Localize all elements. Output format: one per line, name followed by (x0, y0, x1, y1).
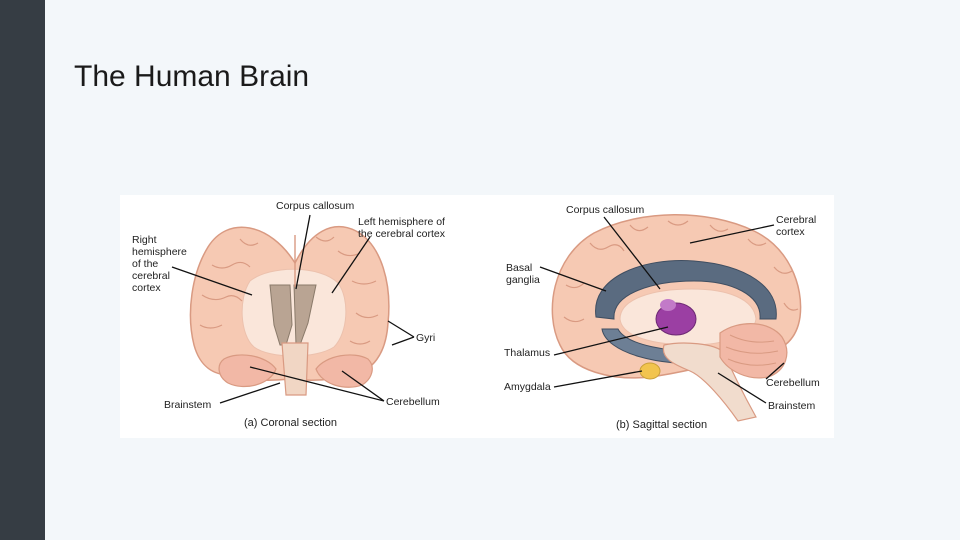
coronal-right-hemisphere-leader (171, 266, 253, 296)
coronal-label-gyri: Gyri (416, 332, 435, 344)
slide-side-bar (0, 0, 45, 540)
sagittal-thalamus-leader (553, 326, 669, 356)
sagittal-label-basal-ganglia-1: Basal (506, 262, 532, 274)
sagittal-corpus-callosum-leader (603, 216, 661, 290)
coronal-cerebellum-left (218, 354, 277, 388)
sagittal-label-brainstem: Brainstem (768, 400, 816, 412)
sagittal-amygdala (639, 362, 661, 380)
slide-title: The Human Brain (74, 60, 310, 93)
coronal-cerebellum-right (315, 354, 373, 388)
coronal-label-right-hemisphere-3: of the (132, 258, 158, 270)
coronal-label-right-hemisphere-4: cerebral (132, 270, 170, 282)
sagittal-cerebellum-folia (725, 334, 779, 366)
sagittal-gyri-folds (563, 220, 799, 323)
coronal-brainstem-leader (219, 382, 281, 404)
coronal-section: Corpus callosum Right hemisphere of the … (132, 200, 446, 429)
sagittal-section: Corpus callosum Cerebral cortex Basal ga… (504, 204, 820, 431)
coronal-label-brainstem: Brainstem (164, 399, 212, 411)
coronal-left-hemisphere-leader (331, 236, 371, 294)
coronal-label-right-hemisphere-1: Right (132, 234, 157, 246)
sagittal-caption: (b) Sagittal section (616, 419, 707, 431)
sagittal-amygdala-leader (553, 370, 643, 388)
brain-figure: Corpus callosum Right hemisphere of the … (120, 195, 834, 438)
coronal-label-cerebellum: Cerebellum (386, 396, 440, 408)
sagittal-basal-ganglia-leader (539, 266, 607, 292)
sagittal-brainstem (662, 342, 757, 422)
coronal-gyri-folds (199, 236, 379, 345)
sagittal-label-amygdala: Amygdala (504, 381, 551, 393)
coronal-label-right-hemisphere-5: cortex (132, 282, 161, 294)
sagittal-label-thalamus: Thalamus (504, 347, 550, 359)
sagittal-label-basal-ganglia-2: ganglia (506, 274, 540, 286)
sagittal-brainstem-leader (717, 372, 767, 404)
coronal-label-left-hemisphere-1: Left hemisphere of (358, 216, 445, 228)
sagittal-label-cerebral-cortex-1: Cerebral (776, 214, 816, 226)
sagittal-thalamus-highlight (660, 299, 676, 311)
sagittal-label-cerebellum: Cerebellum (766, 377, 820, 389)
coronal-gyri-leader (387, 320, 415, 346)
coronal-white-matter (241, 268, 347, 357)
coronal-label-left-hemisphere-2: the cerebral cortex (358, 228, 446, 240)
coronal-label-right-hemisphere-2: hemisphere (132, 246, 187, 258)
coronal-label-corpus-callosum: Corpus callosum (276, 200, 354, 212)
sagittal-label-cerebral-cortex-2: cortex (776, 226, 805, 238)
coronal-cerebellum-leader (249, 366, 385, 402)
coronal-brainstem (281, 342, 309, 396)
sagittal-cerebral-cortex-leader (689, 224, 775, 244)
sagittal-cerebellum-leader (765, 362, 785, 380)
brain-diagram: Corpus callosum Right hemisphere of the … (132, 200, 820, 431)
coronal-caption: (a) Coronal section (244, 417, 337, 429)
sagittal-label-corpus-callosum: Corpus callosum (566, 204, 644, 216)
coronal-corpus-callosum-leader (295, 214, 311, 290)
